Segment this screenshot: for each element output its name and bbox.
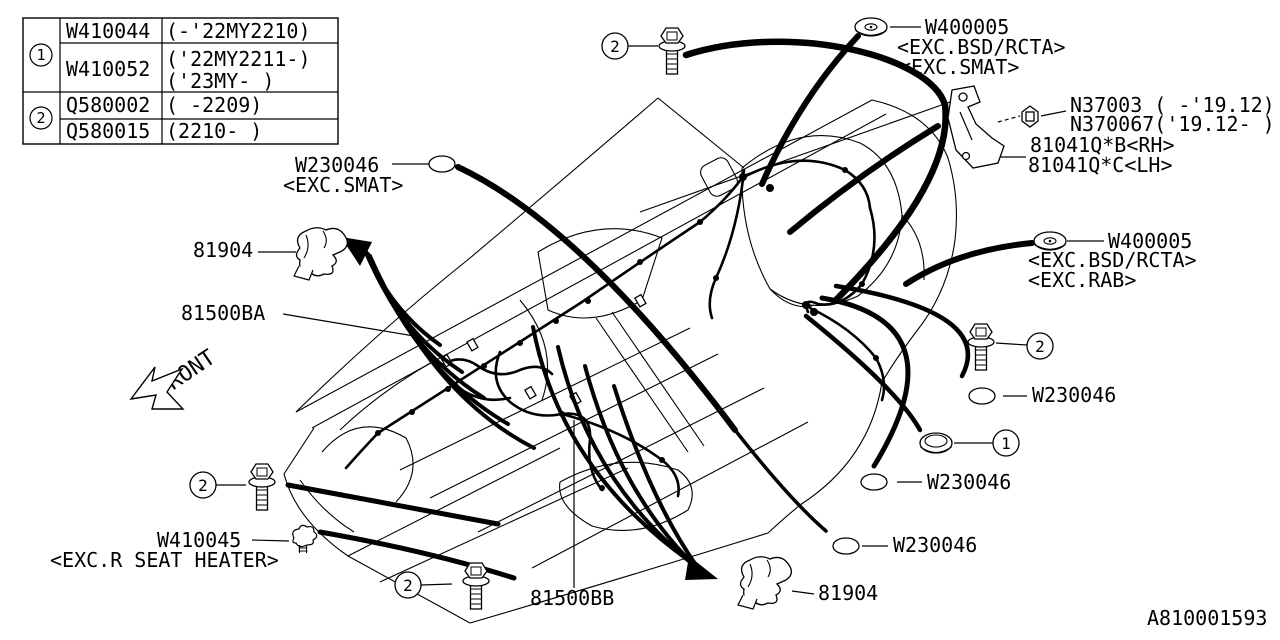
callout-w230046-right: W230046 (1032, 383, 1116, 407)
grommet-oval-icon (428, 155, 456, 173)
bracket-icon (947, 85, 1005, 169)
table-date: (-'22MY2210) (166, 19, 311, 43)
callout-w230046-mid: W230046 (927, 470, 1011, 494)
harness-clip-dots (375, 167, 879, 491)
bolt-icon (462, 562, 490, 610)
grommet-icon (854, 17, 888, 37)
bolt-icon (658, 27, 686, 75)
callout-81500ba: 81500BA (181, 301, 265, 325)
ref-circle-2 (29, 106, 53, 130)
part-icons (248, 17, 1067, 610)
pushpin-clip-icon (292, 524, 318, 554)
bolt-icon (248, 463, 276, 511)
ref-marker-1: 1 (1001, 434, 1011, 453)
routing-arrows (285, 33, 1035, 581)
leader-lines (216, 26, 1104, 595)
ref-marker-2: 2 (610, 37, 620, 56)
table-date: ( -2209) (166, 93, 262, 117)
callout-w400005-right: W400005 (1108, 229, 1192, 253)
table-part: W410044 (66, 19, 150, 43)
callout-w230046-smat: W230046 (295, 153, 379, 177)
grommet-oval-icon (860, 473, 888, 491)
callout-labels: W400005 <EXC.BSD/RCTA> <EXC.SMAT> N37003… (50, 15, 1275, 610)
grommet-oval-icon (832, 537, 860, 555)
callout-81904-left: 81904 (193, 238, 253, 262)
callout-w230046-smat-qual: <EXC.SMAT> (283, 173, 403, 197)
ref-marker-2: 2 (403, 576, 413, 595)
callout-81904-bottom: 81904 (818, 581, 878, 605)
harness-clip-icon (737, 556, 793, 610)
table-ref-2: 2 (36, 109, 45, 127)
callout-w400005-top-qual2: <EXC.SMAT> (899, 55, 1019, 79)
ref-markers: 2 2 2 2 1 (189, 32, 1054, 599)
ref-circle-1 (29, 43, 53, 67)
table-part: Q580015 (66, 119, 150, 143)
callout-w230046-bottom: W230046 (893, 533, 977, 557)
table-ref-1: 1 (36, 46, 45, 64)
front-indicator: FRONT (129, 345, 220, 410)
front-arrow-icon (129, 366, 185, 410)
harness-clip-icon (293, 227, 349, 281)
table-part: W410052 (66, 57, 150, 81)
ref-marker-2: 2 (198, 476, 208, 495)
legend-table: 1 2 W410044 (-'22MY2210) W410052 ('22MY2… (22, 17, 339, 145)
callout-n37003: N37003 ( -'19.12) (1070, 93, 1275, 117)
callout-w410045: W410045 (157, 528, 241, 552)
callout-81500bb: 81500BB (530, 586, 614, 610)
callout-w410045-qual: <EXC.R SEAT HEATER> (50, 548, 279, 572)
callout-w400005-right-qual2: <EXC.RAB> (1028, 268, 1136, 292)
nut-icon (1021, 105, 1039, 128)
table-date: ('22MY2211-) (166, 47, 311, 71)
ref-marker-2: 2 (1035, 337, 1045, 356)
bolt-icon (967, 323, 995, 371)
grommet-icon (919, 432, 953, 454)
fan-arrow-bottom (531, 325, 718, 580)
diagram-code: A810001593 (1147, 606, 1267, 630)
callout-81041q-rh: 81041Q*B<RH> (1030, 133, 1175, 157)
grommet-oval-icon (968, 387, 996, 405)
callout-w400005-top-qual1: <EXC.BSD/RCTA> (897, 35, 1066, 59)
callout-w400005-right-qual1: <EXC.BSD/RCTA> (1028, 248, 1197, 272)
fan-arrow-left (341, 237, 536, 450)
callout-81041q-lh: 81041Q*C<LH> (1028, 153, 1173, 177)
callout-w400005-top: W400005 (925, 15, 1009, 39)
table-date: (2210- ) (166, 119, 262, 143)
table-date: ('23MY- ) (166, 69, 274, 93)
table-part: Q580002 (66, 93, 150, 117)
callout-n370067: N370067('19.12- ) (1070, 112, 1275, 136)
